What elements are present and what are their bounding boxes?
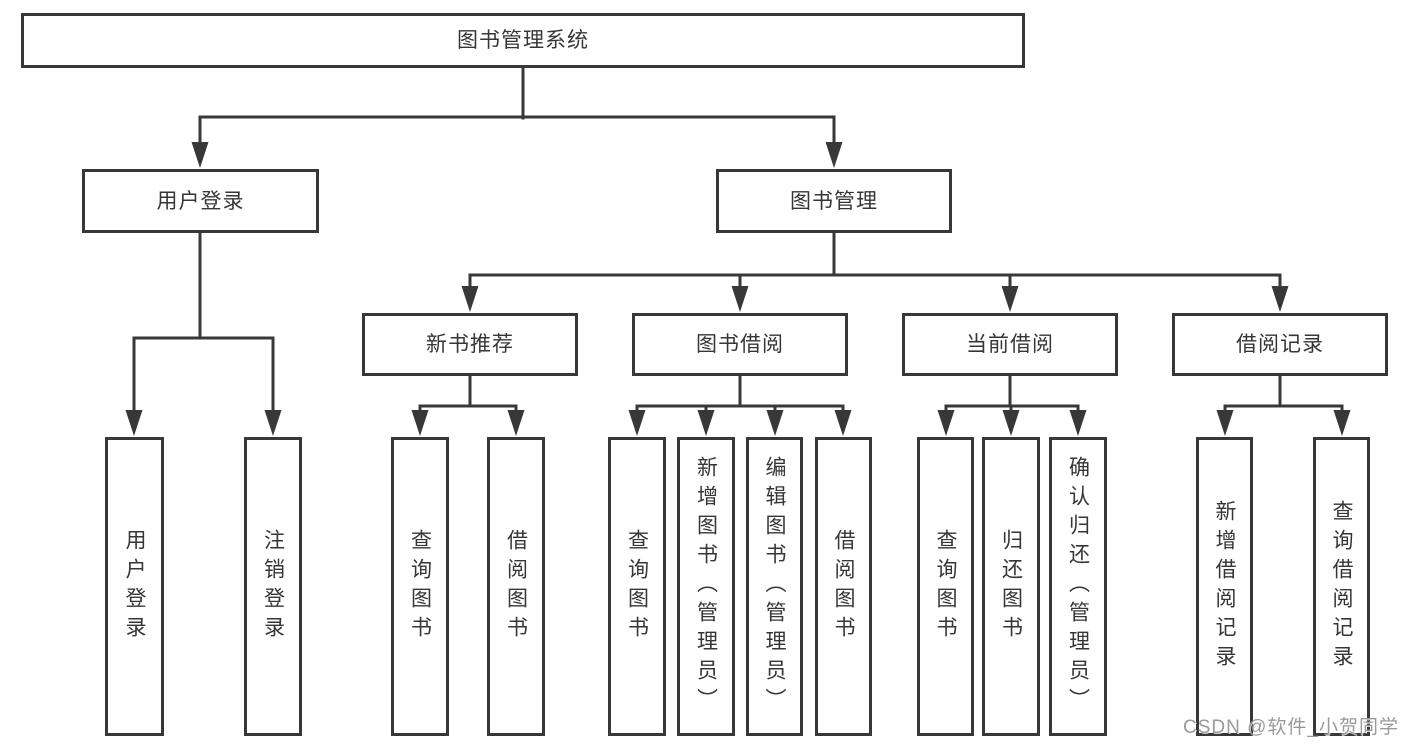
leaf-query-borrow-record: 查询借阅记录 [1313,437,1370,736]
arrow-down-icon [1216,410,1234,436]
arrow-down-icon [628,410,646,436]
connector-new-book-to-leaves [411,374,525,436]
leaf-add-book-admin: 新增图书（管理员） [677,437,735,736]
node-current-borrow: 当前借阅 [902,313,1118,376]
node-user-login: 用户登录 [82,169,319,233]
arrow-down-icon [731,286,749,312]
csdn-watermark: CSDN @软件_小贺同学 [1183,717,1399,738]
leaf-borrow-book-recommend: 借阅图书 [487,437,545,736]
leaf-confirm-return-admin: 确认归还（管理员） [1049,437,1107,736]
arrow-down-icon [264,410,282,436]
arrow-down-icon [697,410,715,436]
leaf-add-borrow-record: 新增借阅记录 [1196,437,1253,736]
arrow-down-icon [507,410,525,436]
connector-book-borrow-to-leaves [628,374,852,436]
leaf-query-book-current: 查询图书 [917,437,974,736]
leaf-borrow-book: 借阅图书 [815,437,872,736]
leaf-query-book-recommend: 查询图书 [391,437,449,736]
arrow-down-icon [937,410,955,436]
leaf-return-book: 归还图书 [982,437,1040,736]
node-library-management-system: 图书管理系统 [21,13,1025,68]
leaf-query-book-borrow: 查询图书 [608,437,666,736]
connector-user-login-to-leaves [125,231,282,436]
arrow-down-icon [766,410,784,436]
node-book-management: 图书管理 [716,169,952,233]
arrow-down-icon [834,410,852,436]
arrow-down-icon [1271,286,1289,312]
leaf-logout: 注销登录 [244,437,302,736]
connector-book-mgmt-to-level3 [461,231,1289,312]
connector-current-borrow-to-leaves [937,374,1087,436]
arrow-down-icon [461,286,479,312]
arrow-down-icon [1333,410,1351,436]
leaf-edit-book-admin: 编辑图书（管理员） [746,437,803,736]
arrow-down-icon [1001,286,1019,312]
arrow-down-icon [1069,410,1087,436]
arrow-down-icon [1002,410,1020,436]
connector-root-to-level2 [191,66,843,168]
node-borrow-record: 借阅记录 [1172,313,1388,376]
arrow-down-icon [125,410,143,436]
leaf-user-login: 用户登录 [105,437,164,736]
node-new-book-recommend: 新书推荐 [362,313,578,376]
connector-borrow-record-to-leaves [1216,374,1351,436]
arrow-down-icon [825,142,843,168]
arrow-down-icon [411,410,429,436]
arrow-down-icon [191,142,209,168]
node-book-borrow: 图书借阅 [632,313,848,376]
